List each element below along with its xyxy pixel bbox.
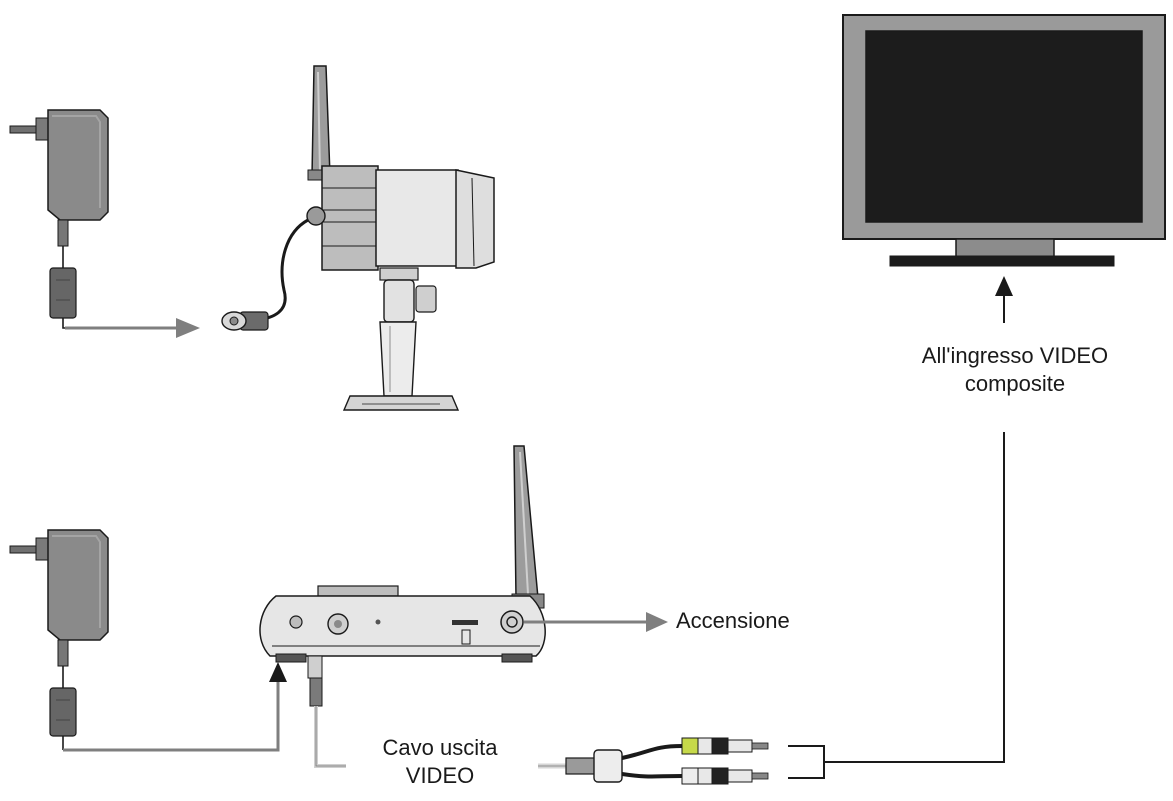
arrow-to-tv bbox=[995, 276, 1013, 323]
video-input-label-line2: composite bbox=[964, 371, 1066, 396]
camera-power-adapter bbox=[9, 109, 180, 329]
wireless-receiver bbox=[259, 445, 546, 768]
receiver-power-adapter bbox=[9, 529, 109, 750]
arrow-to-camera bbox=[65, 318, 200, 338]
arrow-to-power-label bbox=[524, 612, 668, 632]
arrow-to-receiver bbox=[63, 662, 287, 752]
video-cable-label-line2: VIDEO bbox=[405, 763, 475, 788]
power-label: Accensione bbox=[676, 608, 790, 633]
video-cable-label: Cavo uscita VIDEO bbox=[340, 734, 540, 790]
av-cable bbox=[538, 432, 1005, 785]
video-input-label: All'ingresso VIDEO composite bbox=[880, 342, 1150, 398]
wireless-camera bbox=[221, 65, 495, 411]
video-input-label-line1: All'ingresso VIDEO bbox=[921, 343, 1109, 368]
television bbox=[842, 14, 1166, 267]
video-cable-label-line1: Cavo uscita bbox=[382, 735, 498, 760]
